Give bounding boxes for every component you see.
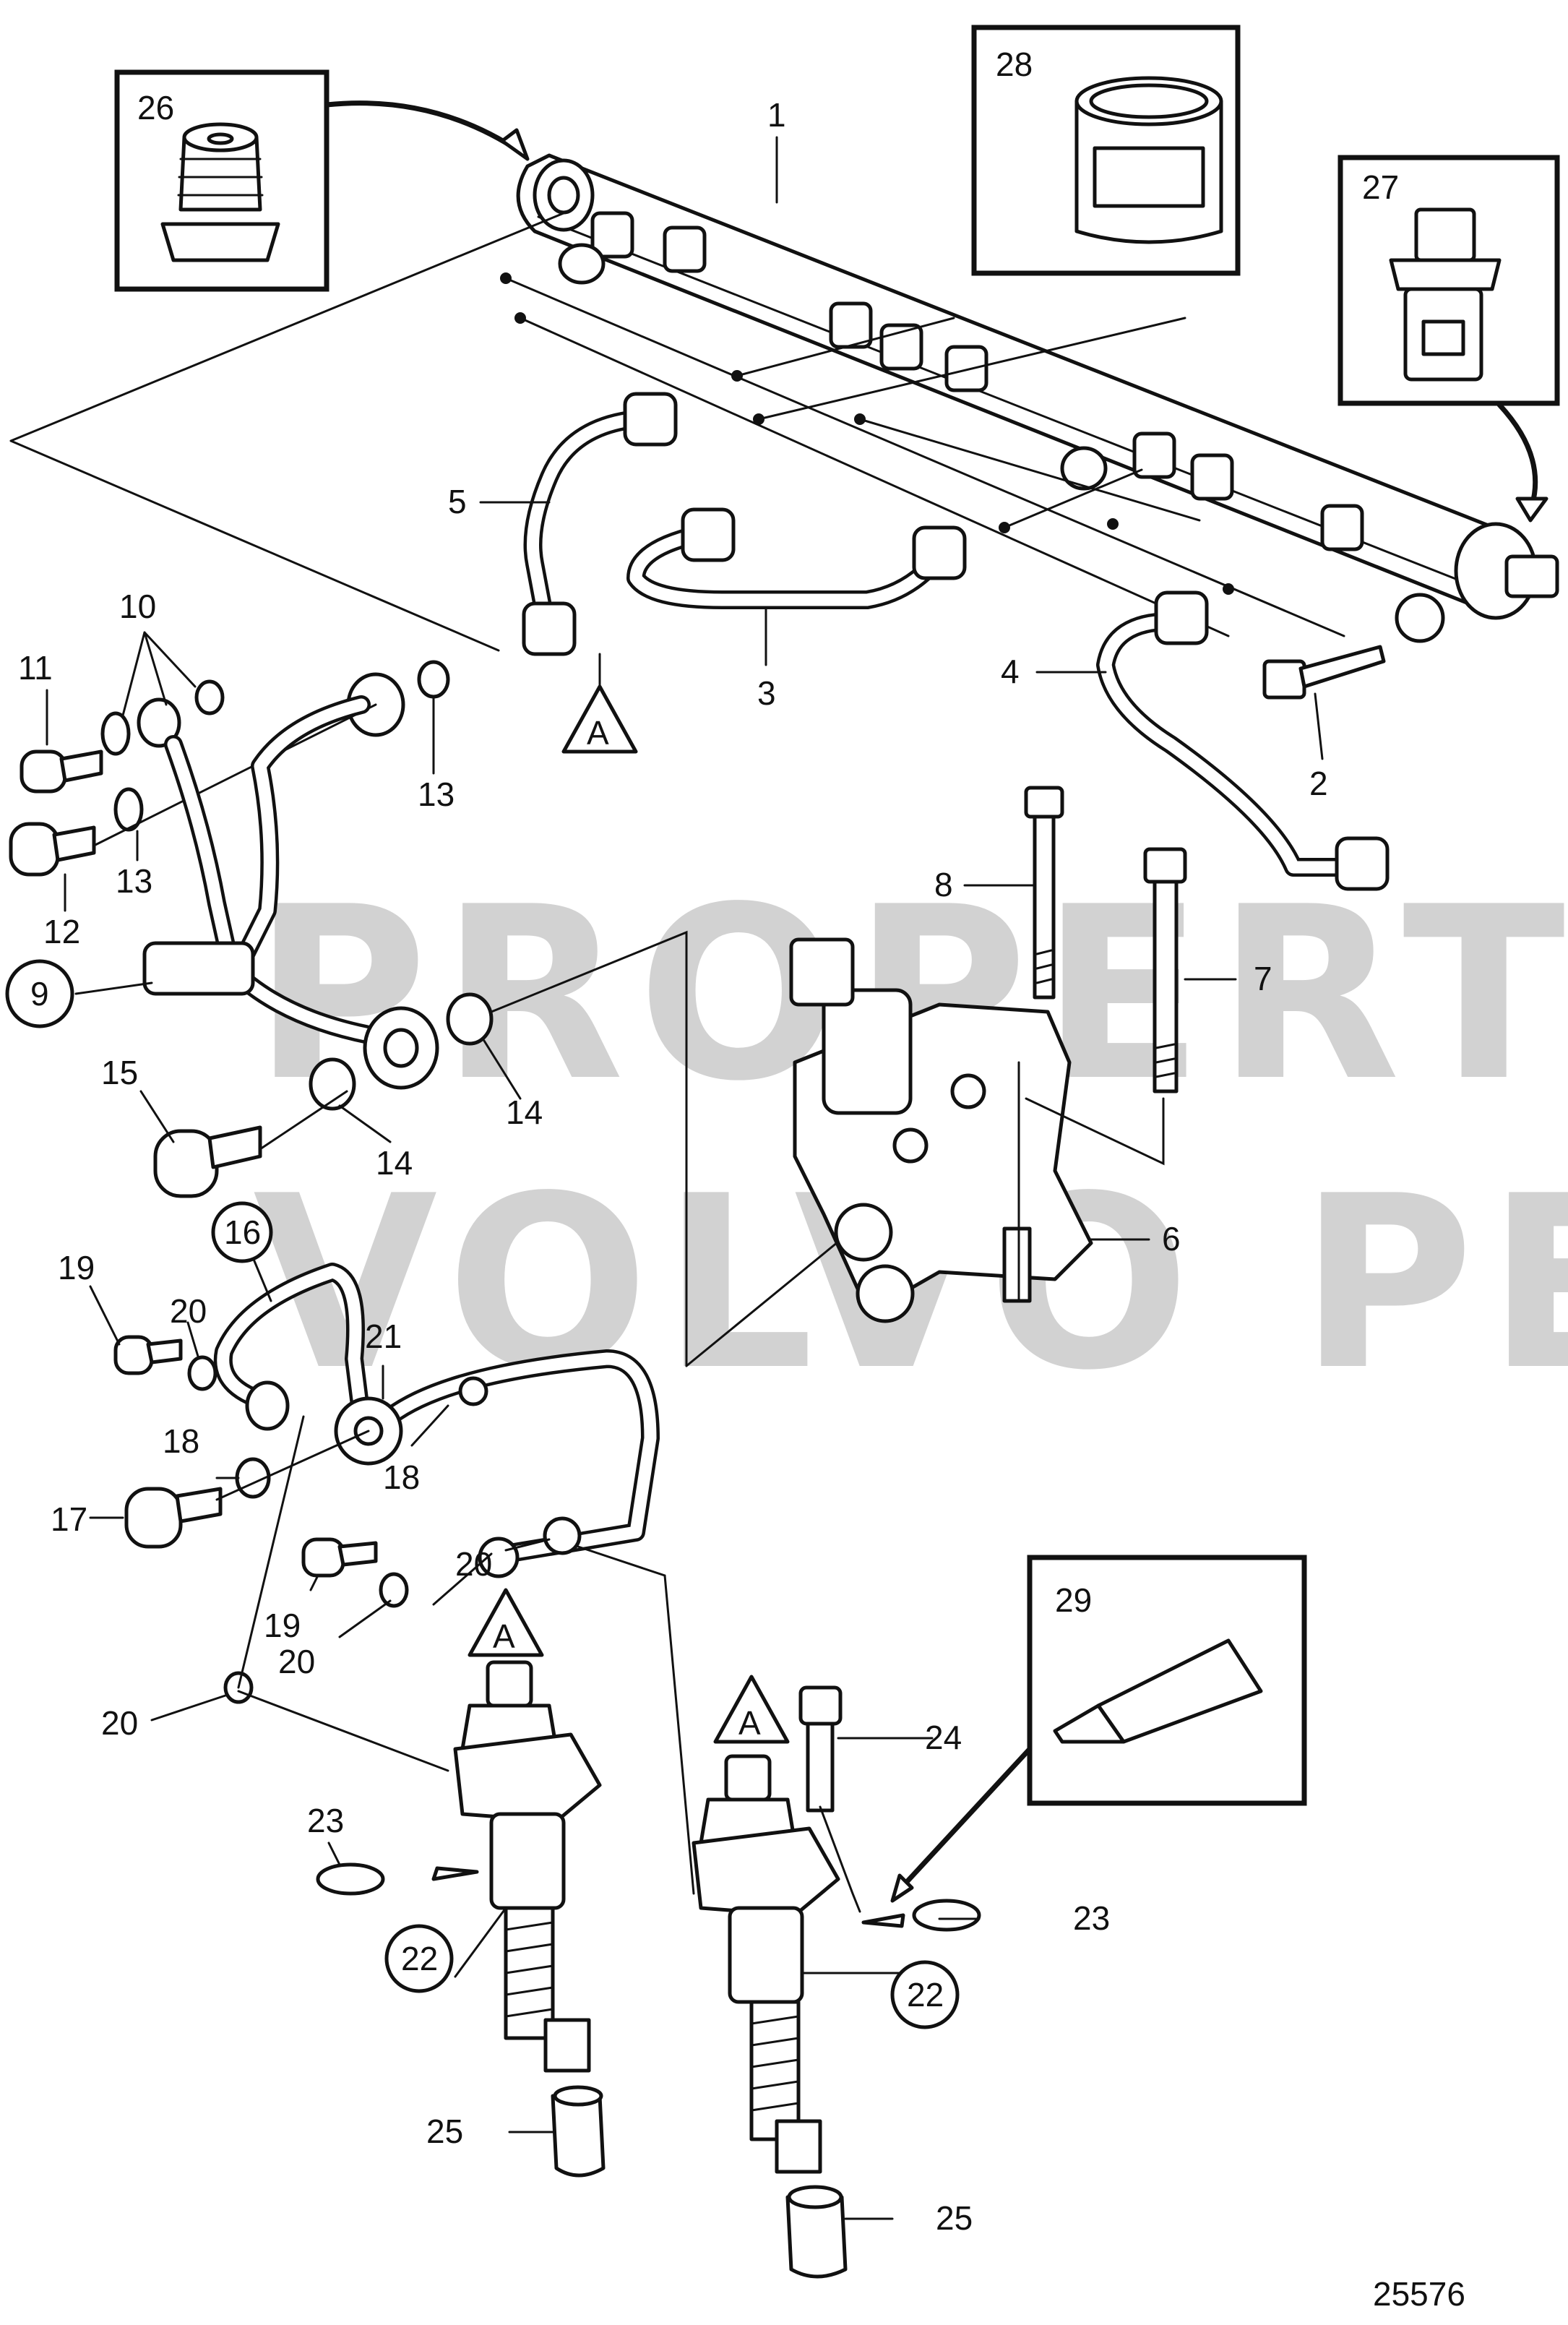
callout-25b: 25 xyxy=(936,2199,973,2237)
callout-2: 2 xyxy=(1309,765,1328,802)
callout-12: 12 xyxy=(43,913,80,950)
callout-13a: 13 xyxy=(116,862,152,900)
callout-14a: 14 xyxy=(506,1093,543,1131)
reference-triangle-a-1: A xyxy=(561,684,638,754)
callout-28: 28 xyxy=(996,46,1033,83)
callout-11: 11 xyxy=(18,649,53,687)
callout-8: 8 xyxy=(934,866,953,903)
callout-26: 26 xyxy=(137,89,174,126)
callout-leaders xyxy=(46,136,1324,2220)
detail-box-compound-tube: 29 xyxy=(1027,1555,1307,1806)
svg-text:A: A xyxy=(493,1617,515,1655)
callout-16: 16 xyxy=(211,1201,273,1263)
callout-27: 27 xyxy=(1362,168,1399,206)
callout-20b: 20 xyxy=(455,1545,492,1583)
bolt-8 xyxy=(1024,786,1064,1000)
reference-triangle-a-2: A xyxy=(468,1588,544,1657)
callout-3: 3 xyxy=(757,674,776,712)
callout-23b: 23 xyxy=(1073,1899,1110,1937)
svg-text:A: A xyxy=(587,714,609,752)
callout-17: 17 xyxy=(51,1500,87,1538)
unit-pump-left xyxy=(316,1660,606,2178)
callout-13b: 13 xyxy=(418,775,455,813)
callout-29: 29 xyxy=(1055,1581,1092,1619)
svg-text:22: 22 xyxy=(401,1940,438,1977)
callout-23a: 23 xyxy=(307,1802,344,1839)
bolt-7 xyxy=(1143,847,1187,1093)
callout-7: 7 xyxy=(1254,960,1272,997)
callout-20d: 20 xyxy=(101,1704,138,1742)
svg-text:22: 22 xyxy=(907,1976,944,2014)
unit-pump-right xyxy=(692,1754,981,2279)
rail-union-row xyxy=(590,211,1364,551)
pipe-9 xyxy=(142,695,847,1367)
pipe-5 xyxy=(522,392,678,656)
callout-19a: 19 xyxy=(58,1249,95,1286)
detail-box-sealant-can: 28 xyxy=(971,25,1241,276)
bolt-24 xyxy=(798,1685,861,1913)
callout-20a: 20 xyxy=(170,1292,207,1330)
rail-leader-lines xyxy=(500,272,1345,637)
callout-4: 4 xyxy=(1001,653,1020,690)
svg-text:16: 16 xyxy=(224,1213,261,1251)
fuel-rail xyxy=(516,153,1559,643)
callout-14b: 14 xyxy=(376,1144,413,1182)
drawing-number: 25576 xyxy=(1373,2275,1465,2313)
callout-5: 5 xyxy=(448,483,467,520)
callout-25a: 25 xyxy=(426,2113,463,2150)
reference-triangle-a-3: A xyxy=(713,1675,790,1744)
callout-18a: 18 xyxy=(163,1422,199,1460)
callout-19b: 19 xyxy=(264,1607,301,1644)
callout-18b: 18 xyxy=(383,1458,420,1496)
callout-24: 24 xyxy=(925,1719,962,1756)
callout-6: 6 xyxy=(1162,1220,1181,1258)
callout-22a: 22 xyxy=(384,1924,454,1993)
detail-box-pressure-sensor: 27 xyxy=(1337,155,1560,406)
svg-text:A: A xyxy=(738,1704,761,1742)
callout-22b: 22 xyxy=(890,1960,960,2029)
high-pressure-pump xyxy=(789,937,1165,1323)
pipe-3 xyxy=(626,507,967,609)
callout-15: 15 xyxy=(101,1054,138,1091)
callout-20c: 20 xyxy=(278,1643,315,1680)
banjo-group-upper xyxy=(9,212,565,877)
callout-1: 1 xyxy=(767,96,786,134)
callout-21: 21 xyxy=(365,1318,402,1355)
detail-box-pressure-valve: 26 xyxy=(114,69,329,292)
callout-10: 10 xyxy=(119,588,156,625)
callout-labels: 1 2 3 4 5 6 7 8 9 10 11 12 13 13 14 14 1… xyxy=(5,96,1328,2237)
svg-text:9: 9 xyxy=(30,975,49,1013)
pipe-4 xyxy=(1096,590,1390,891)
bolt-2 xyxy=(1262,645,1386,700)
callout-9: 9 xyxy=(5,959,74,1028)
pipe-16-21-group xyxy=(113,1263,695,1895)
